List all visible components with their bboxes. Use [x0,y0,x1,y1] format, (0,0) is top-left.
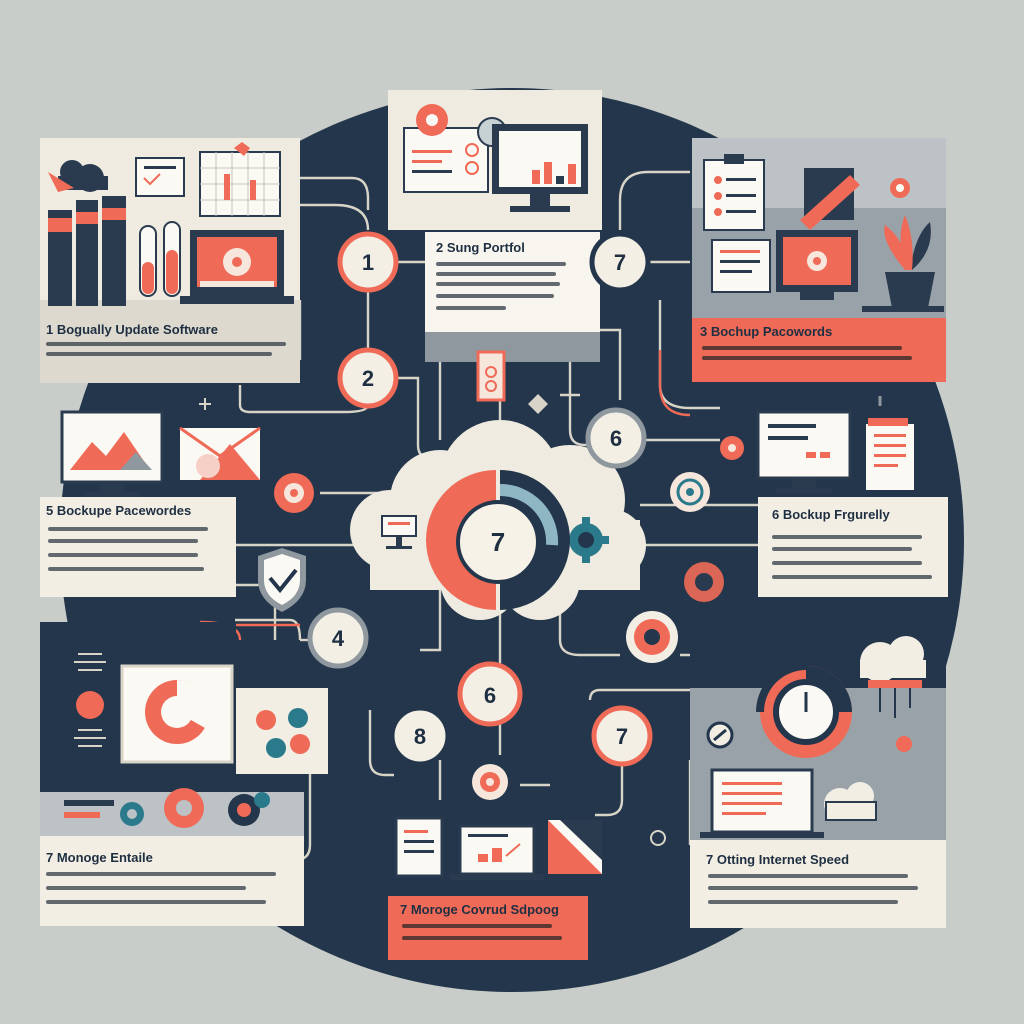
svg-text:1: 1 [362,250,374,275]
plant-icon [862,215,944,312]
gear-icon [64,788,270,828]
pencil-icon [800,168,910,230]
card-title: 5 Bockupe Pacewordes [46,503,192,518]
card-sung-portfolio-text: 2 Sung Portfol [430,236,598,330]
document-icon [394,816,602,880]
hub-target: 7 [426,470,570,610]
at-sign-icon [670,472,710,512]
target-icon [274,473,314,513]
svg-text:7: 7 [616,724,628,749]
pie-chart-icon [74,653,234,764]
tag-icon [476,350,506,402]
monitor-icon [403,104,588,212]
hub-number: 7 [491,527,505,557]
card-title: 3 Bochup Pacowords [700,324,833,339]
card-title: 7 Moroge Covrud Sdpoog [400,902,559,917]
node-6-bottom[interactable]: 6 [457,661,523,727]
hub-icon-monitor [381,515,417,549]
node-6-top[interactable]: 6 [585,407,647,469]
diamond-icon [528,394,548,414]
card-backup-frequently-text: 6 Bockup Frgurelly [758,497,948,597]
card-backup-passwords-2 [40,497,236,597]
node-4[interactable]: 4 [307,607,369,669]
envelope-icon [179,426,261,480]
card-backup-passwords [692,138,946,382]
svg-text:6: 6 [610,426,622,451]
svg-text:6: 6 [484,683,496,708]
mountain-chart-icon [60,410,164,497]
node-2[interactable]: 2 [337,347,399,409]
cloud-icon [860,636,926,752]
target-icon [472,764,666,846]
card-backup-passwords-text: 3 Bochup Pacowords [696,318,942,380]
node-1[interactable]: 1 [337,231,399,293]
card-title: 2 Sung Portfol [436,240,525,255]
shield-check-icon [258,548,306,612]
document-icon [135,157,185,197]
gear-icon [684,562,724,602]
calendar-chart-icon [199,142,281,217]
monitor-icon [700,721,877,838]
card-title: 1 Bogually Update Software [46,322,218,337]
card-internet-speed-text: 7 Otting Internet Speed [690,842,946,926]
laptop-icon [180,230,294,304]
svg-text:8: 8 [414,724,426,749]
node-7-top[interactable]: 7 [589,231,651,293]
card-manage-cloud-text: 7 Moroge Covrud Sdpoog [388,896,588,960]
card-update-software-text: 1 Bogually Update Software [40,318,300,378]
numbered-nodes: 1 2 7 6 4 6 8 7 [307,231,653,767]
node-7-bottom[interactable]: 7 [591,705,653,767]
pie-chart-icon [756,662,852,758]
puzzle-gears-icon [236,688,328,774]
card-update-software [40,138,300,383]
card-title: 7 Otting Internet Speed [706,852,850,867]
svg-text:7: 7 [614,250,626,275]
gear-icon [626,611,678,663]
card-manage-emails-text: 7 Monoge Entaile [40,842,304,926]
clipboard-icon [703,154,771,293]
svg-text:2: 2 [362,366,374,391]
card-backup-passwords-2-text: 5 Bockupe Pacewordes [40,497,236,597]
svg-text:4: 4 [332,626,345,651]
card-manage-cloud [388,896,588,960]
target-icon [720,436,744,460]
card-title: 6 Bockup Frgurelly [772,507,890,522]
node-8[interactable]: 8 [389,705,451,767]
laptop-icon [776,230,858,300]
card-title: 7 Monoge Entaile [46,850,153,865]
binder-icon [48,196,181,306]
sparkle-icon [199,398,211,410]
cloud-icon [48,160,108,192]
monitor-icon [756,410,914,493]
